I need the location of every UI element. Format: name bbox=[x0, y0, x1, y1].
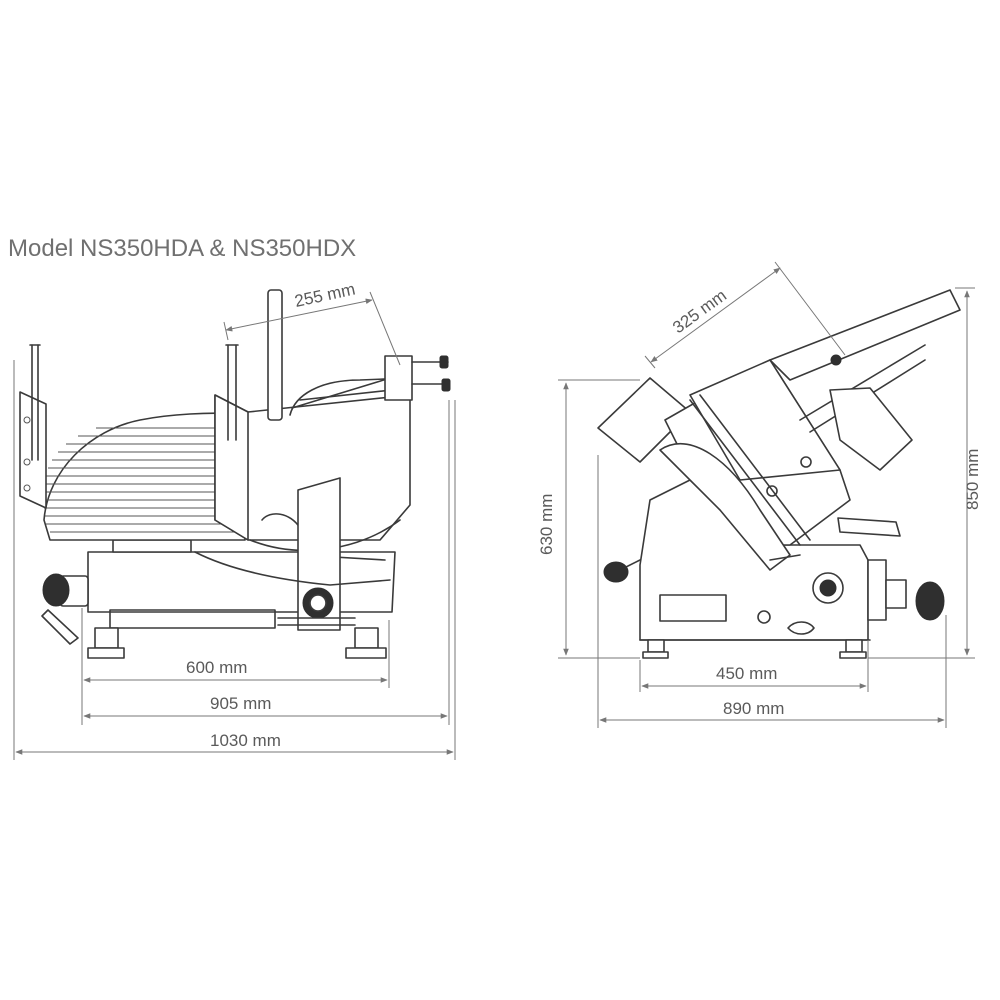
dim-600: 600 mm bbox=[186, 658, 247, 677]
front-side-knob bbox=[41, 573, 89, 645]
left-end-grip bbox=[19, 344, 47, 509]
model-title: Model NS350HDA & NS350HDX bbox=[8, 235, 356, 262]
dim-890: 890 mm bbox=[723, 699, 784, 718]
dim-850: 850 mm bbox=[963, 449, 982, 510]
front-dimensions: 255 mm 600 mm 905 mm 1030 mm bbox=[13, 280, 456, 760]
dim-905: 905 mm bbox=[210, 694, 271, 713]
dim-1030: 1030 mm bbox=[210, 731, 281, 750]
front-view-drawing bbox=[19, 289, 451, 659]
side-left-knob bbox=[603, 559, 641, 583]
dim-450: 450 mm bbox=[716, 664, 777, 683]
center-column-knob bbox=[277, 477, 356, 631]
side-right-knob bbox=[867, 559, 945, 621]
dim-630: 630 mm bbox=[537, 494, 556, 555]
dim-255: 255 mm bbox=[293, 280, 357, 311]
tilted-carriage bbox=[597, 289, 961, 571]
side-view-drawing bbox=[597, 289, 961, 659]
